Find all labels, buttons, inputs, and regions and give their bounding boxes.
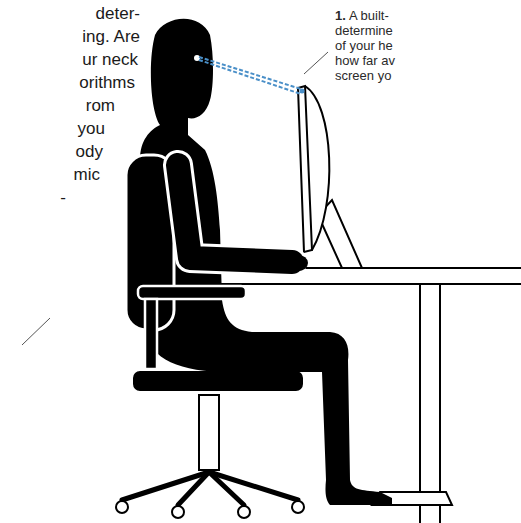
person-silhouette xyxy=(140,19,392,505)
camera xyxy=(300,89,305,94)
arm xyxy=(178,165,292,262)
chair-armrest xyxy=(138,286,246,299)
paragraph-line: you xyxy=(78,119,105,139)
paragraph-line: ing. Are xyxy=(82,27,140,47)
callout-number: 1. xyxy=(335,8,346,23)
monitor-screen xyxy=(298,86,312,252)
paragraph-line: ur neck xyxy=(82,50,138,70)
callout-text: of your he xyxy=(335,38,393,53)
paragraph-line: ody xyxy=(76,142,103,162)
callout-text: screen yo xyxy=(335,68,391,83)
hand xyxy=(288,255,308,271)
arm-outline xyxy=(178,165,292,262)
armrest-support xyxy=(145,299,157,369)
paragraph-line: orithms xyxy=(79,73,135,93)
callout-text: how far av xyxy=(335,53,395,68)
chair-seat xyxy=(132,370,304,392)
callout-text: A built- xyxy=(349,8,389,23)
paragraph-line: mic xyxy=(74,165,100,185)
sight-line xyxy=(199,57,301,89)
desk-leg xyxy=(420,284,440,523)
callout-text: determine xyxy=(335,23,393,38)
leader-line xyxy=(22,318,50,345)
paragraph-line: rom xyxy=(86,96,115,116)
chair-wheels xyxy=(116,501,304,518)
chair-column xyxy=(199,395,219,470)
leader-line xyxy=(304,52,328,74)
paragraph-line: - xyxy=(60,188,66,208)
paragraph-line: deter- xyxy=(96,4,140,24)
chair-base xyxy=(122,472,298,505)
sight-line xyxy=(199,60,301,94)
